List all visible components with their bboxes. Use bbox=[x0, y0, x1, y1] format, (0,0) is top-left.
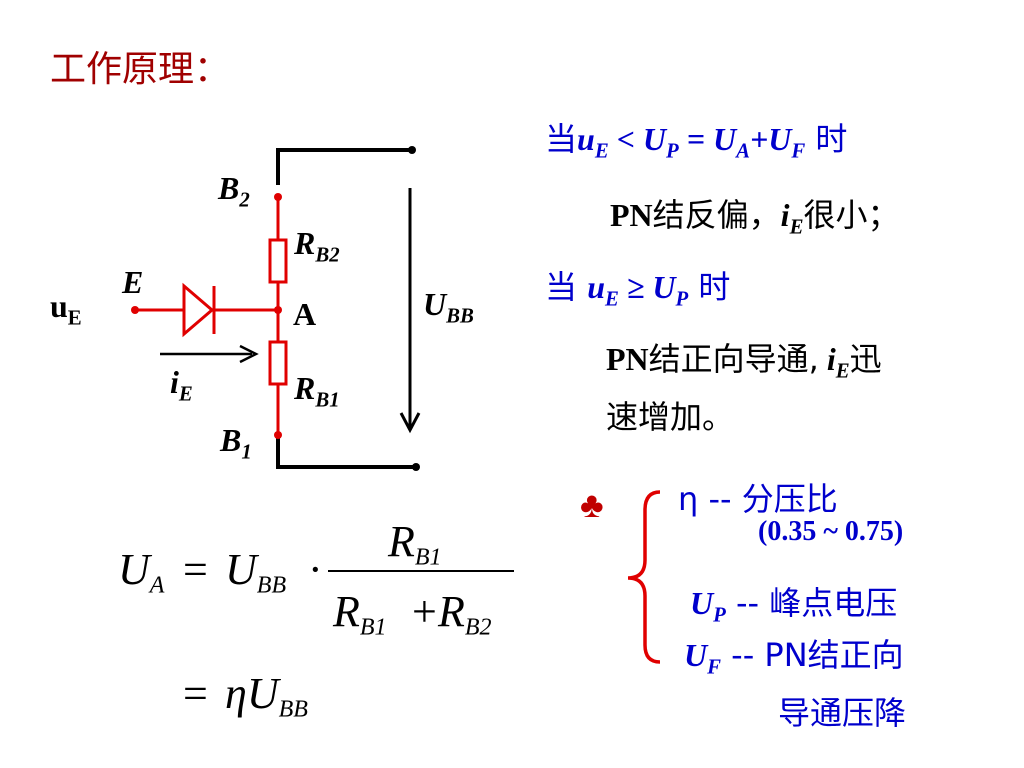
note-up: UP -- 峰点电压 bbox=[690, 584, 898, 627]
formula-den1: RB1 bbox=[333, 587, 387, 641]
formula-ubb: UBB bbox=[225, 545, 287, 599]
label-ue: uE bbox=[50, 288, 82, 330]
label-ubb: UBB bbox=[423, 286, 474, 328]
top-terminal bbox=[408, 146, 416, 154]
condition-1: 当uE < UP = UA+UF 时 bbox=[545, 120, 848, 163]
label-b1: B1 bbox=[220, 422, 252, 464]
page-title: 工作原理： bbox=[50, 49, 231, 90]
emitter-terminal bbox=[131, 306, 139, 314]
label-e: E bbox=[122, 264, 144, 300]
formula-den2: RB2 bbox=[438, 587, 492, 641]
label-ie: iE bbox=[170, 364, 193, 406]
note-eta: η -- 分压比 bbox=[678, 480, 838, 518]
formula-eta-ubb: ηUBB bbox=[225, 669, 308, 723]
bottom-terminal bbox=[412, 463, 420, 471]
formula-numerator: RB1 bbox=[388, 517, 442, 571]
note-eta-range: (0.35 ~ 0.75) bbox=[758, 516, 904, 547]
top-wire bbox=[276, 148, 412, 185]
ubb-arrow-head bbox=[399, 412, 421, 434]
label-rb2: RB2 bbox=[294, 225, 340, 267]
node-b1 bbox=[274, 431, 282, 439]
curly-brace bbox=[627, 490, 661, 664]
bottom-wire bbox=[276, 435, 416, 469]
result-2: PN结正向导通, iE迅 bbox=[606, 340, 882, 383]
note-uf: UF -- PN结正向 bbox=[684, 636, 904, 679]
result-2-line2: 速增加。 bbox=[606, 398, 735, 436]
label-a: A bbox=[293, 296, 317, 332]
resistor-rb2 bbox=[268, 238, 288, 284]
formula-plus: + bbox=[412, 587, 437, 636]
condition-2: 当 uE ≥ UP 时 bbox=[545, 268, 731, 311]
node-b2 bbox=[274, 193, 282, 201]
label-rb1: RB1 bbox=[294, 370, 340, 412]
diode-triangle bbox=[182, 282, 215, 338]
formula-dot: · bbox=[308, 545, 323, 594]
club-icon: ♣ bbox=[580, 485, 604, 525]
ie-arrow-head bbox=[239, 344, 259, 364]
formula-eq2: = bbox=[183, 669, 208, 718]
formula-ua: UA bbox=[118, 545, 165, 599]
resistor-rb1 bbox=[268, 340, 288, 386]
result-1: PN结反偏，iE很小； bbox=[610, 196, 900, 239]
formula-eq1: = bbox=[183, 545, 208, 594]
note-uf-line2: 导通压降 bbox=[778, 694, 907, 732]
label-b2: B2 bbox=[218, 170, 250, 212]
